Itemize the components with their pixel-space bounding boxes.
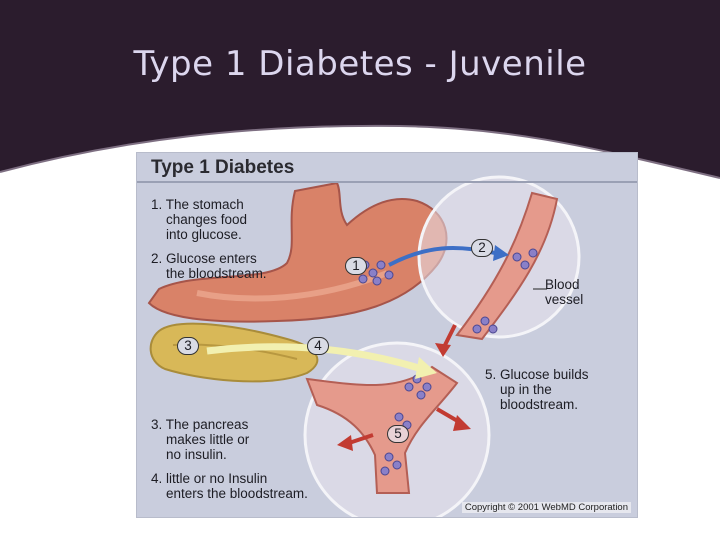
diabetes-diagram: 1 2 3 4 5 Type 1 Diabetes 1. The stomach…: [136, 152, 638, 518]
marker-1: 1: [345, 257, 367, 275]
stomach-shape: [147, 181, 448, 323]
slide-header: Type 1 Diabetes - Juvenile: [0, 0, 720, 180]
step-4-text: 4. little or no Insulin enters the blood…: [151, 471, 308, 501]
slide-title: Type 1 Diabetes - Juvenile: [133, 44, 587, 84]
copyright-notice: Copyright © 2001 WebMD Corporation: [461, 502, 631, 513]
upper-blood-vessel: [455, 191, 559, 341]
step-2-text: 2. Glucose enters the bloodstream.: [151, 251, 267, 281]
title-divider: [137, 181, 637, 183]
step-3-text: 3. The pancreas makes little or no insul…: [151, 417, 250, 462]
pancreas-shape: [149, 322, 319, 383]
step-1-text: 1. The stomach changes food into glucose…: [151, 197, 248, 242]
marker-5: 5: [387, 425, 409, 443]
figure-title: Type 1 Diabetes: [151, 157, 295, 178]
blood-vessel-label: Blood vessel: [545, 277, 584, 307]
marker-3: 3: [177, 337, 199, 355]
marker-4: 4: [307, 337, 329, 355]
diagram-illustration: [147, 175, 581, 517]
step-5-text: 5. Glucose builds up in the bloodstream.: [485, 367, 589, 412]
marker-2: 2: [471, 239, 493, 257]
